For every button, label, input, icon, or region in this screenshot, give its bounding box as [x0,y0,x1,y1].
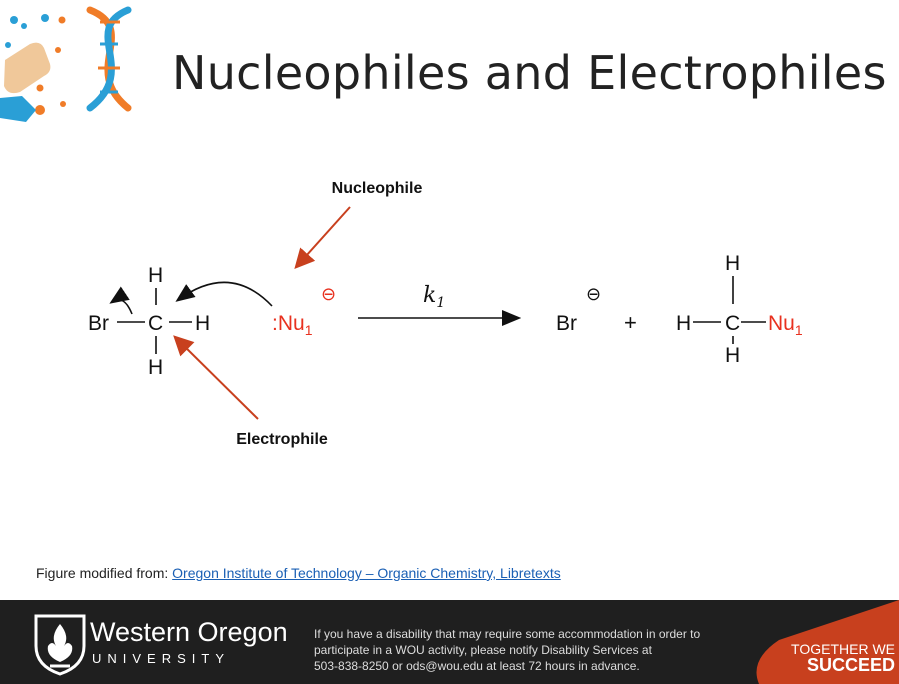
product-c: C [725,312,740,335]
product-molecule: H C H H Nu1 [676,252,803,367]
nucleophile-lone-pair: : [272,312,278,335]
electrophile-pointer-arrow [173,335,259,420]
figure-credit: Figure modified from: Oregon Institute o… [36,565,561,581]
reactant-molecule: Br C H H H [88,264,273,379]
product-br-charge: ⊖ [586,284,601,304]
university-name: Western Oregon [90,617,288,647]
slide-title: Nucleophiles and Electrophiles [172,46,887,100]
notice-line: participate in a WOU activity, please no… [314,643,652,657]
product-h-top: H [725,252,740,275]
notice-line: If you have a disability that may requir… [314,627,701,641]
credit-prefix: Figure modified from: [36,565,173,581]
reactant-h-top: H [148,264,163,287]
reaction-scheme: Nucleophile Electrophile Br C H H H :Nu1 [88,180,803,448]
slogan-line2: SUCCEED [806,655,895,675]
product-h-left: H [676,312,691,335]
nucleophile-charge: ⊖ [321,284,336,304]
slogan-line1: TOGETHER WE [791,641,895,657]
plus-sign: + [624,310,637,335]
rate-constant-k: k [423,283,436,308]
product-h-bottom: H [725,344,740,367]
university-sub: UNIVERSITY [92,651,231,666]
electrophile-label: Electrophile [236,431,328,448]
reactant-h-right: H [195,312,210,335]
footer-bar: Western Oregon UNIVERSITY If you have a … [0,600,899,684]
product-nu-subscript: 1 [795,322,803,338]
credit-link[interactable]: Oregon Institute of Technology – Organic… [172,565,561,581]
leaving-group-curved-arrow [109,286,133,315]
rate-constant-subscript: 1 [436,295,445,311]
reactant-c: C [148,312,163,335]
flame-shield-icon [34,614,86,676]
disability-notice: If you have a disability that may requir… [314,626,744,674]
svg-text:k1: k1 [423,283,445,311]
nucleophile-species: :Nu1 ⊖ [272,284,336,338]
svg-text::Nu1: :Nu1 [272,312,313,338]
notice-line: 503-838-8250 or ods@wou.edu at least 72 … [314,659,640,673]
nucleophile-subscript: 1 [305,322,313,338]
reactant-br: Br [88,312,109,335]
svg-text:Nu1: Nu1 [768,312,803,338]
bromide-ion: Br ⊖ [556,284,601,335]
product-br: Br [556,312,577,335]
product-nu: Nu [768,312,795,335]
slogan-swoosh-shape [756,600,899,684]
dna-hand-icon [0,6,132,122]
attack-curved-arrow [175,281,273,307]
nucleophile-label: Nucleophile [332,180,423,197]
nucleophile-pointer-arrow [294,206,351,269]
reactant-h-bottom: H [148,356,163,379]
nucleophile-nu: Nu [278,312,305,335]
